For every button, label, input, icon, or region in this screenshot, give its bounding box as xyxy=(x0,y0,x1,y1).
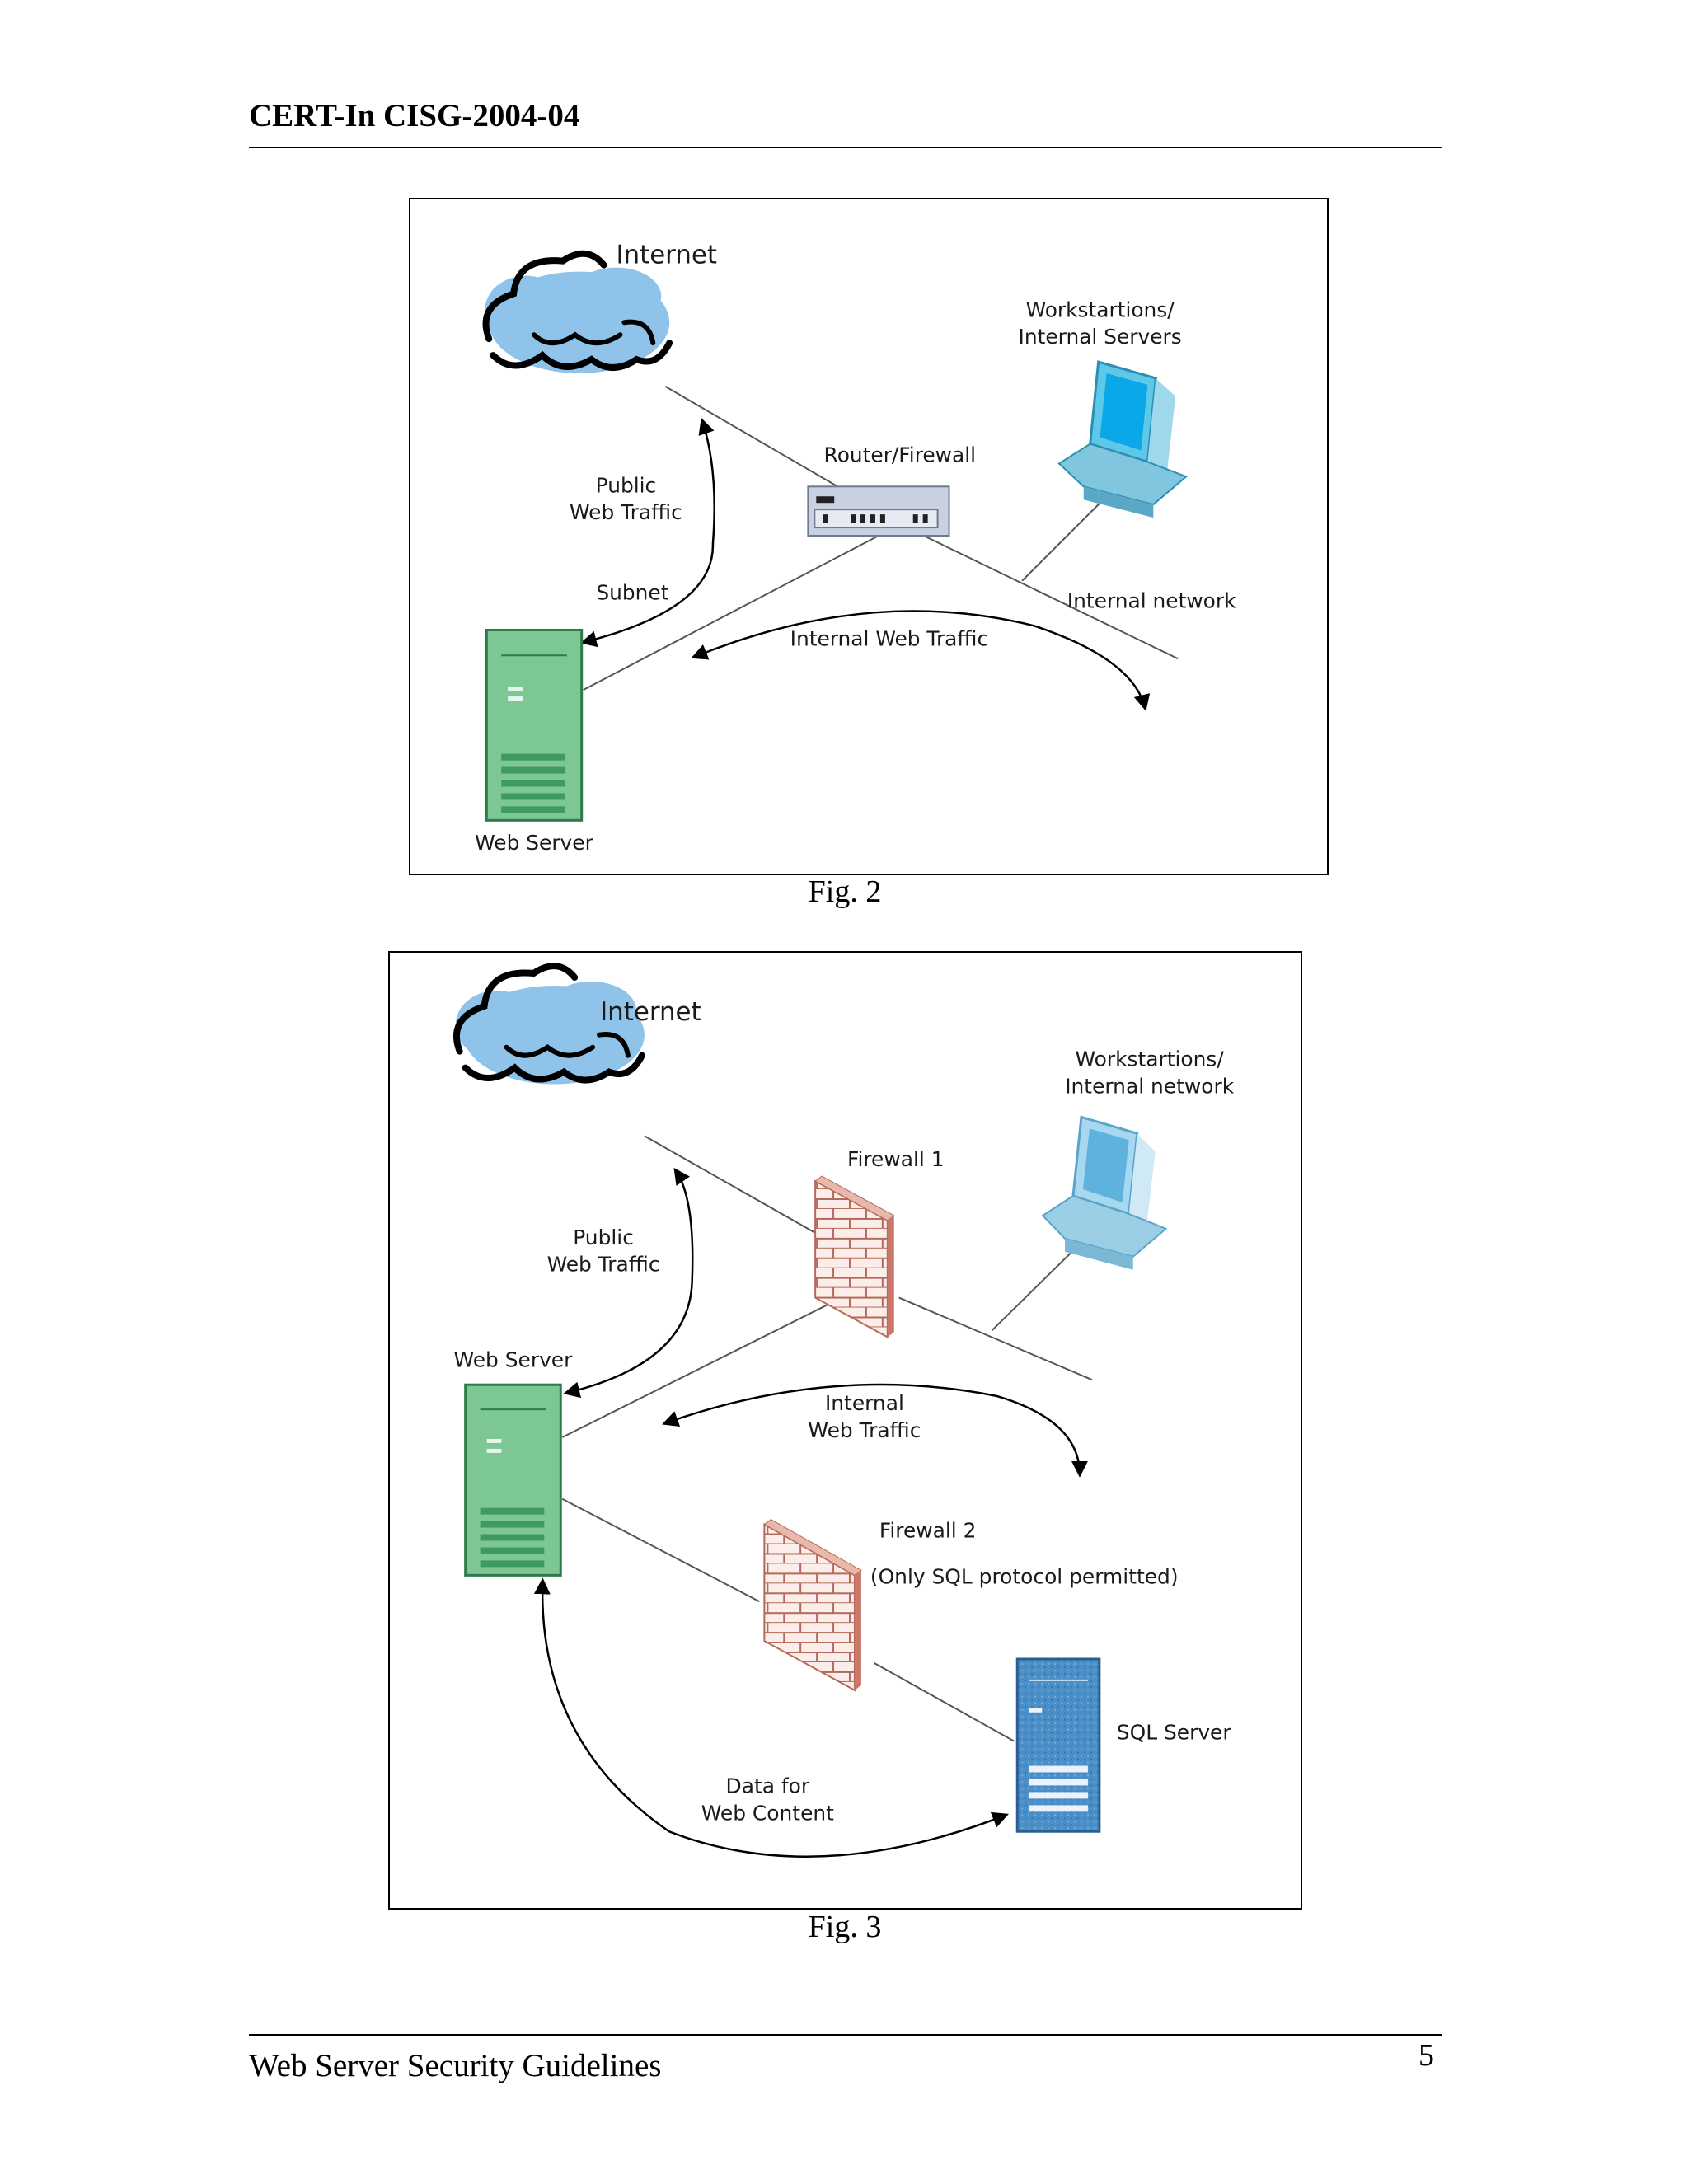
fig2-public-line1: Public xyxy=(596,473,657,497)
internet-cloud-icon xyxy=(453,963,645,1085)
figure-3: Internet Workstartions/ Internal network… xyxy=(388,951,1302,1910)
figure-2: Internet Workstartions/ Internal Servers xyxy=(409,198,1329,875)
sql-server-icon xyxy=(1015,1657,1101,1833)
fig2-internal-web-traffic-label: Internal Web Traffic xyxy=(790,626,989,650)
page-number: 5 xyxy=(1418,2038,1434,2073)
fig3-workstations-line2: Internal network xyxy=(1065,1074,1235,1098)
fig3-firewall1-label: Firewall 1 xyxy=(847,1147,945,1171)
fig3-internet-label: Internet xyxy=(600,997,701,1027)
router-firewall-icon xyxy=(807,485,950,537)
fig2-web-server-label: Web Server xyxy=(475,831,593,855)
fig2-internal-network-label: Internal network xyxy=(1067,589,1236,613)
fig2-workstations-line2: Internal Servers xyxy=(1019,325,1182,349)
footer-title: Web Server Security Guidelines xyxy=(249,2048,662,2083)
header-title: CERT-In CISG-2004-04 xyxy=(249,98,580,134)
figure-2-caption: Fig. 2 xyxy=(808,874,882,909)
fig2-internet-label: Internet xyxy=(616,241,716,270)
fig3-sql-server-label: SQL Server xyxy=(1117,1721,1232,1745)
footer-rule xyxy=(249,2034,1442,2036)
fig2-public-line2: Web Traffic xyxy=(570,500,682,524)
fig2-router-firewall-label: Router/Firewall xyxy=(824,443,977,466)
firewall-1-icon xyxy=(814,1175,895,1339)
workstation-icon xyxy=(1041,1115,1168,1270)
header-rule xyxy=(249,147,1442,148)
fig3-firewall2-label: Firewall 2 xyxy=(879,1519,977,1543)
fig3-internal-line1: Internal xyxy=(825,1391,904,1415)
web-server-icon xyxy=(485,628,584,822)
fig3-internal-line2: Web Traffic xyxy=(808,1418,921,1442)
fig3-data-line2: Web Content xyxy=(701,1801,834,1825)
fig2-subnet-label: Subnet xyxy=(596,581,668,605)
fig3-data-line1: Data for xyxy=(726,1774,810,1797)
firewall-2-icon xyxy=(763,1519,862,1692)
fig3-workstations-line1: Workstartions/ xyxy=(1076,1047,1225,1071)
fig3-sql-note-label: (Only SQL protocol permitted) xyxy=(870,1564,1179,1588)
fig3-web-server-label: Web Server xyxy=(454,1347,574,1371)
figure-3-caption: Fig. 3 xyxy=(808,1910,882,1944)
fig3-public-line1: Public xyxy=(573,1226,634,1249)
workstation-icon xyxy=(1057,360,1189,518)
fig2-workstations-line1: Workstartions/ xyxy=(1026,298,1175,321)
fig3-public-line2: Web Traffic xyxy=(547,1253,660,1277)
web-server-icon xyxy=(464,1383,562,1577)
internet-cloud-icon xyxy=(482,250,673,373)
